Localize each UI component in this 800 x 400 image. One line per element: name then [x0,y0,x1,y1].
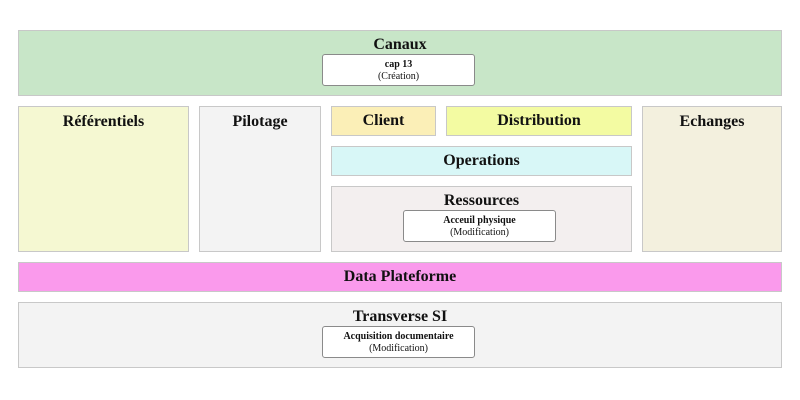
card-status: (Création) [377,71,420,82]
canaux-title: Canaux [373,36,427,53]
application-card-cap-13[interactable]: cap 13 (Création) [322,54,475,86]
client-block: Client [331,106,436,136]
canaux-block: Canaux cap 13 (Création) [18,30,782,96]
distribution-block: Distribution [446,106,632,136]
application-card-acceuil-physique[interactable]: Acceuil physique (Modification) [403,210,556,242]
ressources-block: Ressources Acceuil physique (Modificatio… [331,186,632,252]
referentiels-title: Référentiels [62,113,145,130]
client-title: Client [362,112,405,129]
transverse-si-title: Transverse SI [352,308,448,325]
referentiels-block: Référentiels [18,106,189,252]
data-plateforme-block: Data Plateforme [18,262,782,292]
data-plateforme-title: Data Plateforme [343,268,457,285]
transverse-si-block: Transverse SI Acquisition documentaire (… [18,302,782,368]
application-card-acquisition-documentaire[interactable]: Acquisition documentaire (Modification) [322,326,475,358]
echanges-block: Echanges [642,106,782,252]
distribution-title: Distribution [497,112,581,129]
operations-title: Operations [443,152,520,169]
echanges-title: Echanges [679,113,745,130]
card-status: (Modification) [369,343,428,354]
ressources-title: Ressources [443,192,520,209]
card-status: (Modification) [450,227,509,238]
card-name: Acceuil physique [443,215,516,226]
card-name: Acquisition documentaire [343,331,454,342]
pilotage-block: Pilotage [199,106,321,252]
operations-block: Operations [331,146,632,176]
card-name: cap 13 [384,59,413,70]
pilotage-title: Pilotage [232,113,288,130]
